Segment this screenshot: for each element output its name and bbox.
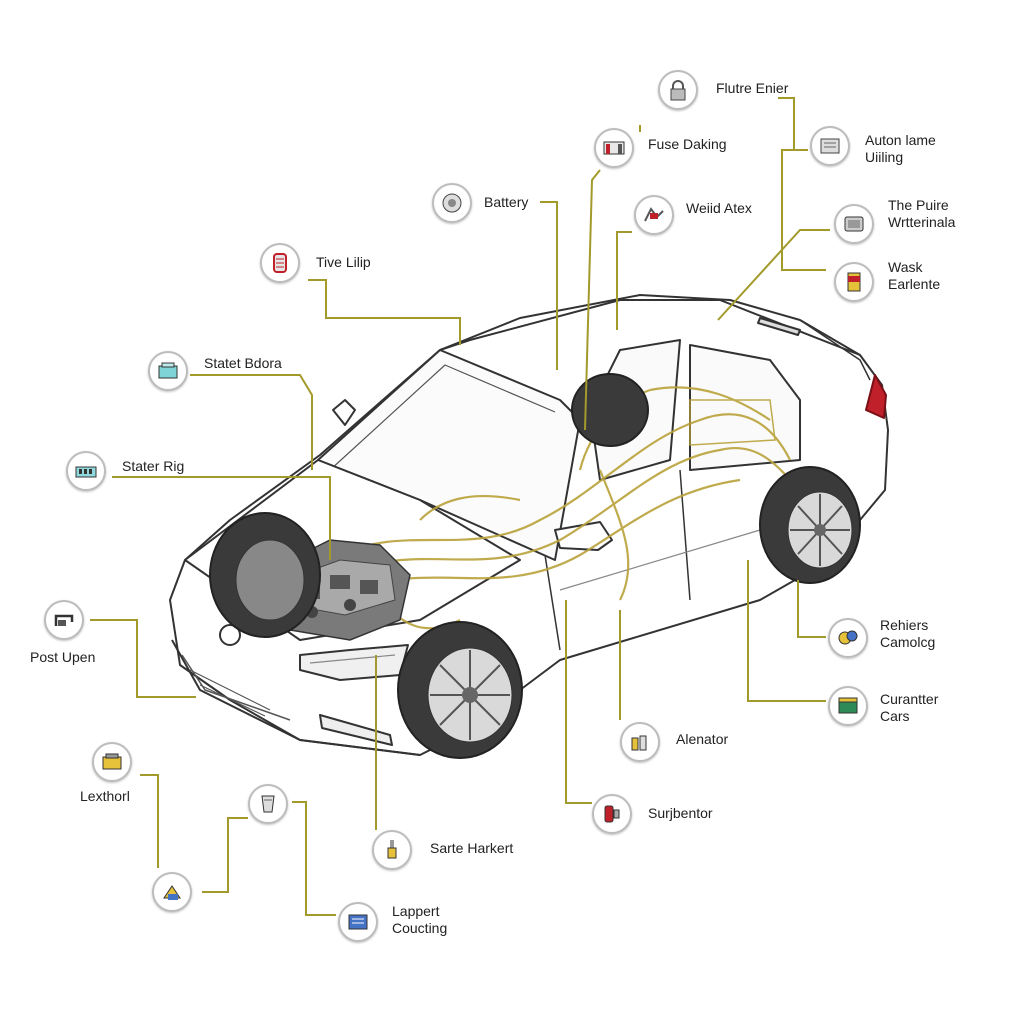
filter-icon: [248, 784, 288, 824]
leader-curantter: [747, 560, 826, 702]
leader-rehiers: [797, 580, 826, 638]
label-wask-earlente: Wask Earlente: [888, 259, 941, 292]
front-left-wheel: [209, 512, 321, 638]
label-stater-rig: Stater Rig: [122, 458, 185, 474]
label-flutre-enier: Flutre Enier: [716, 80, 789, 96]
sensor-cluster-icon: [828, 618, 868, 658]
engine-icon: [92, 742, 132, 782]
canister-icon: [834, 262, 874, 302]
label-post-upen: Post Upen: [30, 649, 96, 665]
leader-post-upen: [90, 619, 196, 698]
label-curantter-cars: Curantter Cars: [880, 691, 939, 724]
battery-pack-icon: [828, 686, 868, 726]
cylinder-icon: [260, 243, 300, 283]
label-lappert-coucting: Lappert Coucting: [392, 903, 448, 936]
front-right-wheel: [397, 621, 523, 759]
relay-icon: [634, 195, 674, 235]
starter-box-icon: [148, 351, 188, 391]
leader-weiid-atex: [616, 231, 632, 330]
leader-fuse-daking: [584, 125, 641, 431]
leader-the-puire: [717, 229, 830, 321]
leader-surjbentor: [565, 600, 592, 804]
solenoid-icon: [592, 794, 632, 834]
control-module-icon: [810, 126, 850, 166]
bracket-icon: [44, 600, 84, 640]
label-surjbentor: Surjbentor: [648, 805, 713, 821]
spark-plug-icon: [372, 830, 412, 870]
label-alenator: Alenator: [676, 731, 729, 747]
alternator-icon: [620, 722, 660, 762]
wiring-harness: [329, 386, 801, 630]
pump-icon: [152, 872, 192, 912]
leader-pump: [202, 817, 248, 893]
label-auton-lame: Auton lame Uiiling: [865, 132, 936, 165]
label-statet-bdora: Statet Bdora: [204, 355, 282, 371]
lock-icon: [658, 70, 698, 110]
label-sarte-harkert: Sarte Harkert: [430, 840, 514, 856]
label-tive-lilip: Tive Lilip: [316, 254, 371, 270]
battery-gear-icon: [432, 183, 472, 223]
leader-battery: [540, 201, 558, 370]
leader-lines: [90, 97, 830, 916]
label-rehiers-camolcg: Rehiers Camolcg: [880, 617, 936, 650]
leader-lexthorl: [140, 774, 159, 868]
label-battery: Battery: [484, 194, 529, 210]
label-weiid-atex: Weiid Atex: [686, 200, 752, 216]
fuse-box-icon: [594, 128, 634, 168]
leader-statet-bdora: [190, 374, 313, 470]
label-lexthorl: Lexthorl: [80, 788, 130, 804]
leader-stater-rig: [112, 476, 331, 560]
ecu-icon: [834, 204, 874, 244]
leader-lappert: [292, 801, 336, 916]
rear-left-wheel: [571, 373, 649, 447]
leader-tive-lilip: [308, 279, 461, 345]
leader-flutre-enier: [778, 97, 826, 271]
coupling-icon: [338, 902, 378, 942]
label-fuse-daking: Fuse Daking: [648, 136, 727, 152]
label-the-puire: The Puire Wrtterinala: [888, 197, 956, 230]
rear-right-wheel: [759, 466, 861, 584]
connector-block-icon: [66, 451, 106, 491]
